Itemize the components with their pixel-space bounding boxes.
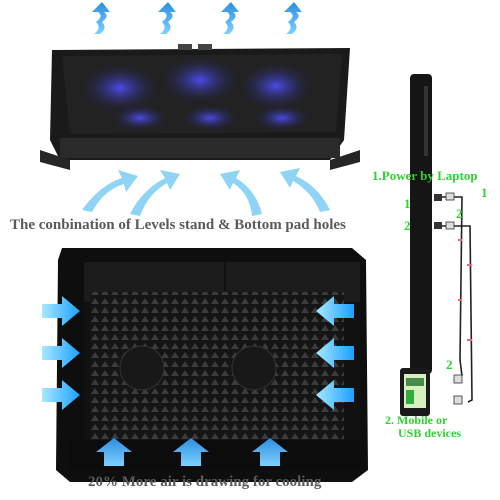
usb-cables [442,192,473,405]
stand-edge-view [410,74,442,374]
pad-top-view [56,248,368,482]
cable-label-1: 1 [481,185,488,200]
cable-label-2: 2 [456,206,463,221]
device-label-line1: 2. Mobile or [385,413,448,427]
caption-bottom: 20% More air is drawing for cooling [88,474,322,490]
port-label-2: 2 [404,218,411,233]
device-port-label: 2 [446,357,453,372]
airflow-up-arrows [92,2,302,34]
airflow-side-arrows [42,296,354,466]
port-label-1: 1 [404,196,411,211]
stand-side-body [40,44,360,170]
airflow-curved-arrows [82,168,330,216]
device-label-line2: USB devices [398,426,461,440]
mobile-device-icon [400,368,430,416]
caption-top: The conbination of Levels stand & Bottom… [10,217,346,233]
power-title: 1.Power by Laptop [372,168,478,183]
